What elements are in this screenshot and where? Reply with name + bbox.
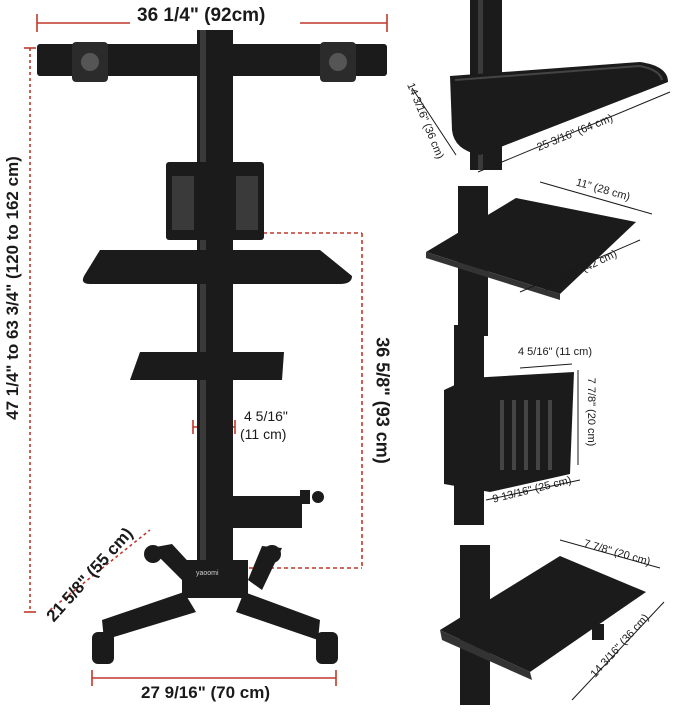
detail-mouse-tray (440, 539, 665, 705)
brand-logo: yaoomi (196, 570, 219, 577)
cpu-holder-width-label: 4 5/16" (11 cm) (518, 346, 593, 358)
top-width-label: 36 1/4" (92cm) (137, 5, 266, 26)
pole-width-label-line1: 4 5/16" (244, 408, 288, 424)
detail-keyboard-tray (411, 0, 671, 173)
detail-cpu-holder (444, 325, 581, 525)
desk-height-label: 36 5/8" (93 cm) (372, 337, 393, 464)
base-width-label: 27 9/16" (70 cm) (141, 683, 271, 702)
total-height-label: 47 1/4" to 63 3/4" (120 to 162 cm) (3, 156, 22, 420)
cart-body (37, 30, 387, 664)
pole-width-label-line2: (11 cm) (240, 426, 287, 442)
detail-shelf (426, 181, 653, 336)
cpu-holder-height-label: 7 7/8" (20 cm) (585, 377, 597, 447)
